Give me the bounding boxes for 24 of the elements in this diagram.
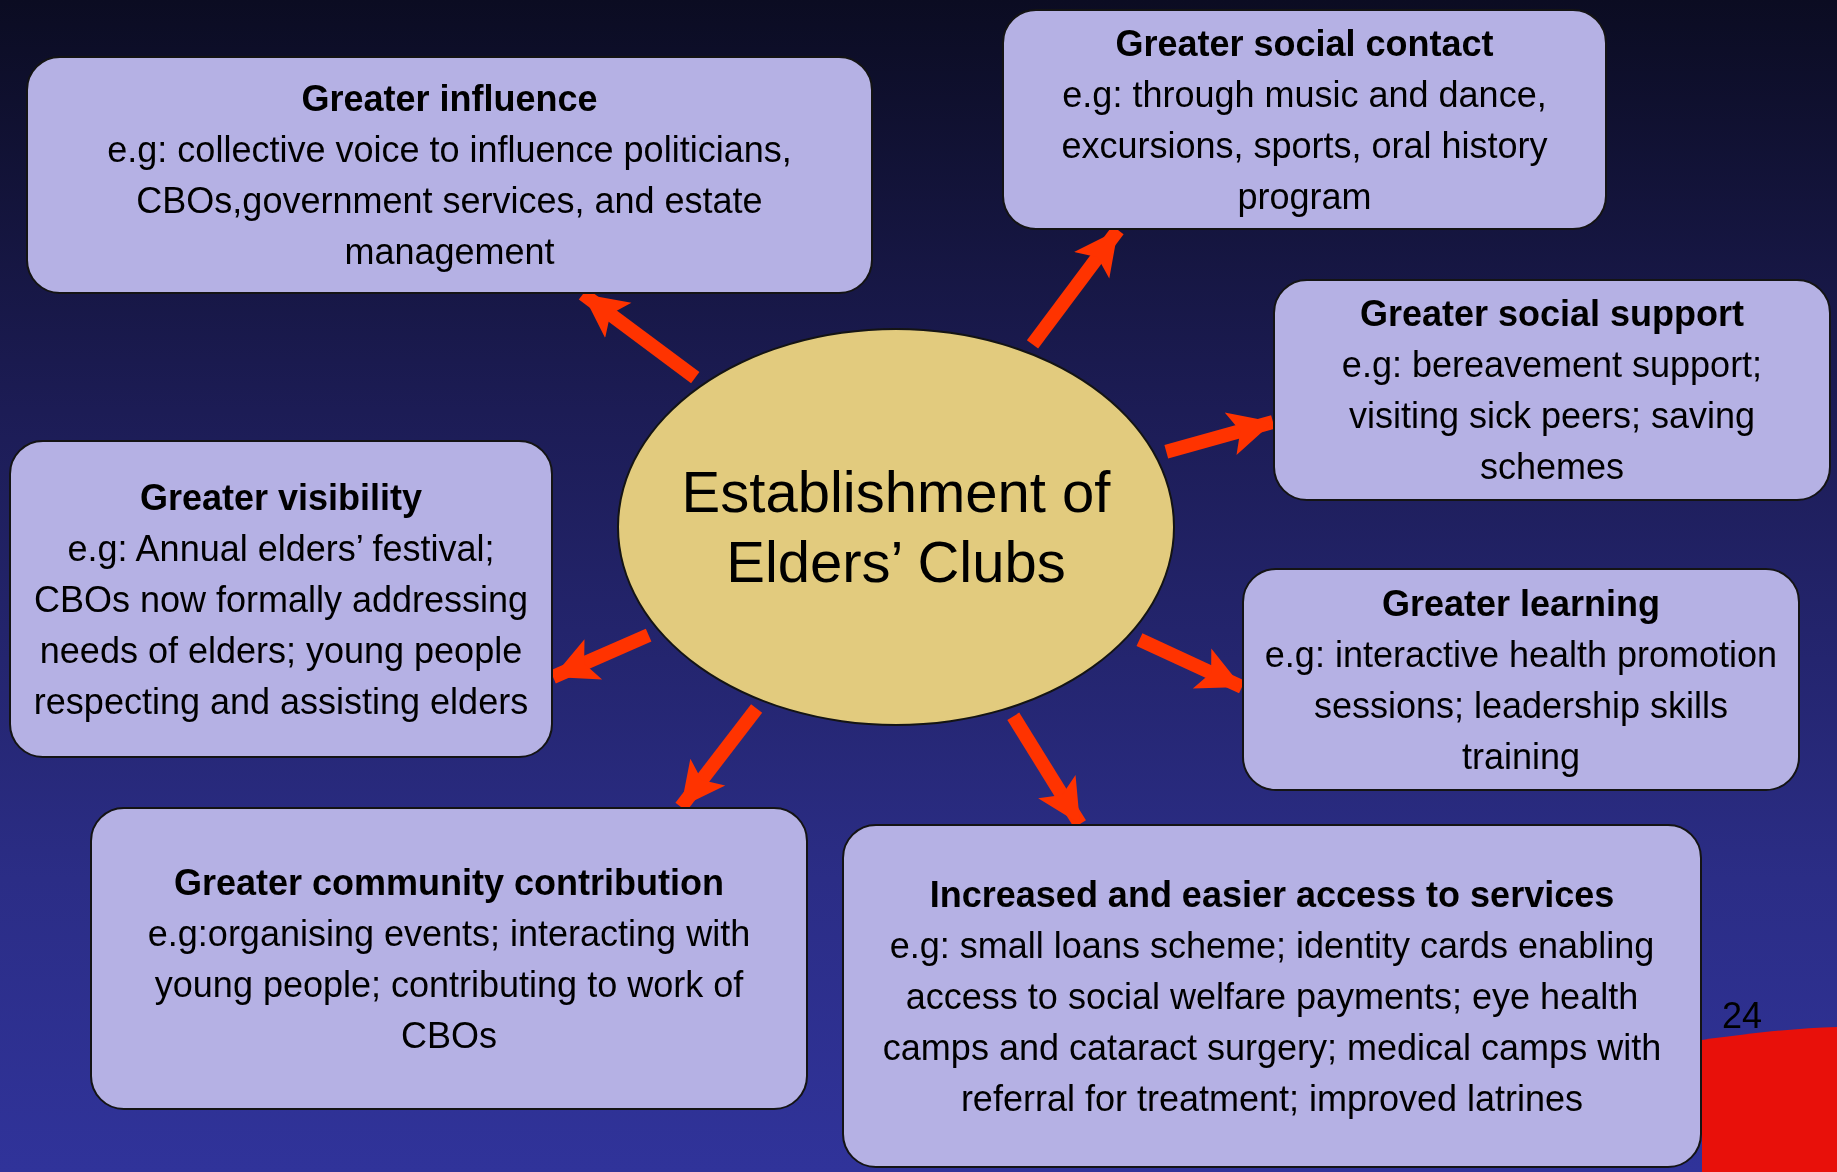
- box-description: e.g: Annual elders’ festival; CBOs now formally addressing needs of elders; young people respecting and assisting elders: [32, 526, 530, 724]
- outcome-box: [1273, 279, 1831, 501]
- box-heading: Greater learning: [1381, 581, 1661, 626]
- outcome-box: [1002, 9, 1607, 230]
- box-description: e.g:organising events; interacting with young people; contributing to work of CBOs: [146, 911, 752, 1058]
- box-heading: Greater visibility: [139, 475, 423, 520]
- box-heading: Greater social support: [1359, 292, 1745, 336]
- box-description: e.g: through music and dance, excursions, sports, oral history program: [1060, 72, 1549, 219]
- box-heading: Greater influence: [301, 77, 598, 121]
- box-heading: Greater community contribution: [173, 860, 725, 905]
- outcome-box: [26, 56, 873, 294]
- box-heading: Greater social contact: [1115, 21, 1494, 66]
- box-description: e.g: bereavement support; visiting sick peers; saving schemes: [1340, 343, 1764, 489]
- outcome-box: [842, 824, 1702, 1168]
- outcome-box: [90, 807, 808, 1110]
- page-number: 24: [1722, 995, 1763, 1037]
- box-description: e.g: collective voice to influence politicians, CBOs,government services, and estate management: [106, 128, 793, 274]
- box-description: e.g: small loans scheme; identity cards enabling access to social welfare payments; eye health camps and cataract surgery; medical camps with referral for treatment; improved latrines: [881, 923, 1663, 1121]
- arrow: [1164, 412, 1275, 459]
- box-description: e.g: interactive health promotion sessions; leadership skills training: [1264, 632, 1778, 779]
- center-title: Establishment of Elders’ Clubs: [680, 458, 1112, 596]
- box-heading: Increased and easier access to services: [929, 872, 1615, 917]
- outcome-box: [1242, 568, 1800, 791]
- outcome-box: [9, 440, 553, 758]
